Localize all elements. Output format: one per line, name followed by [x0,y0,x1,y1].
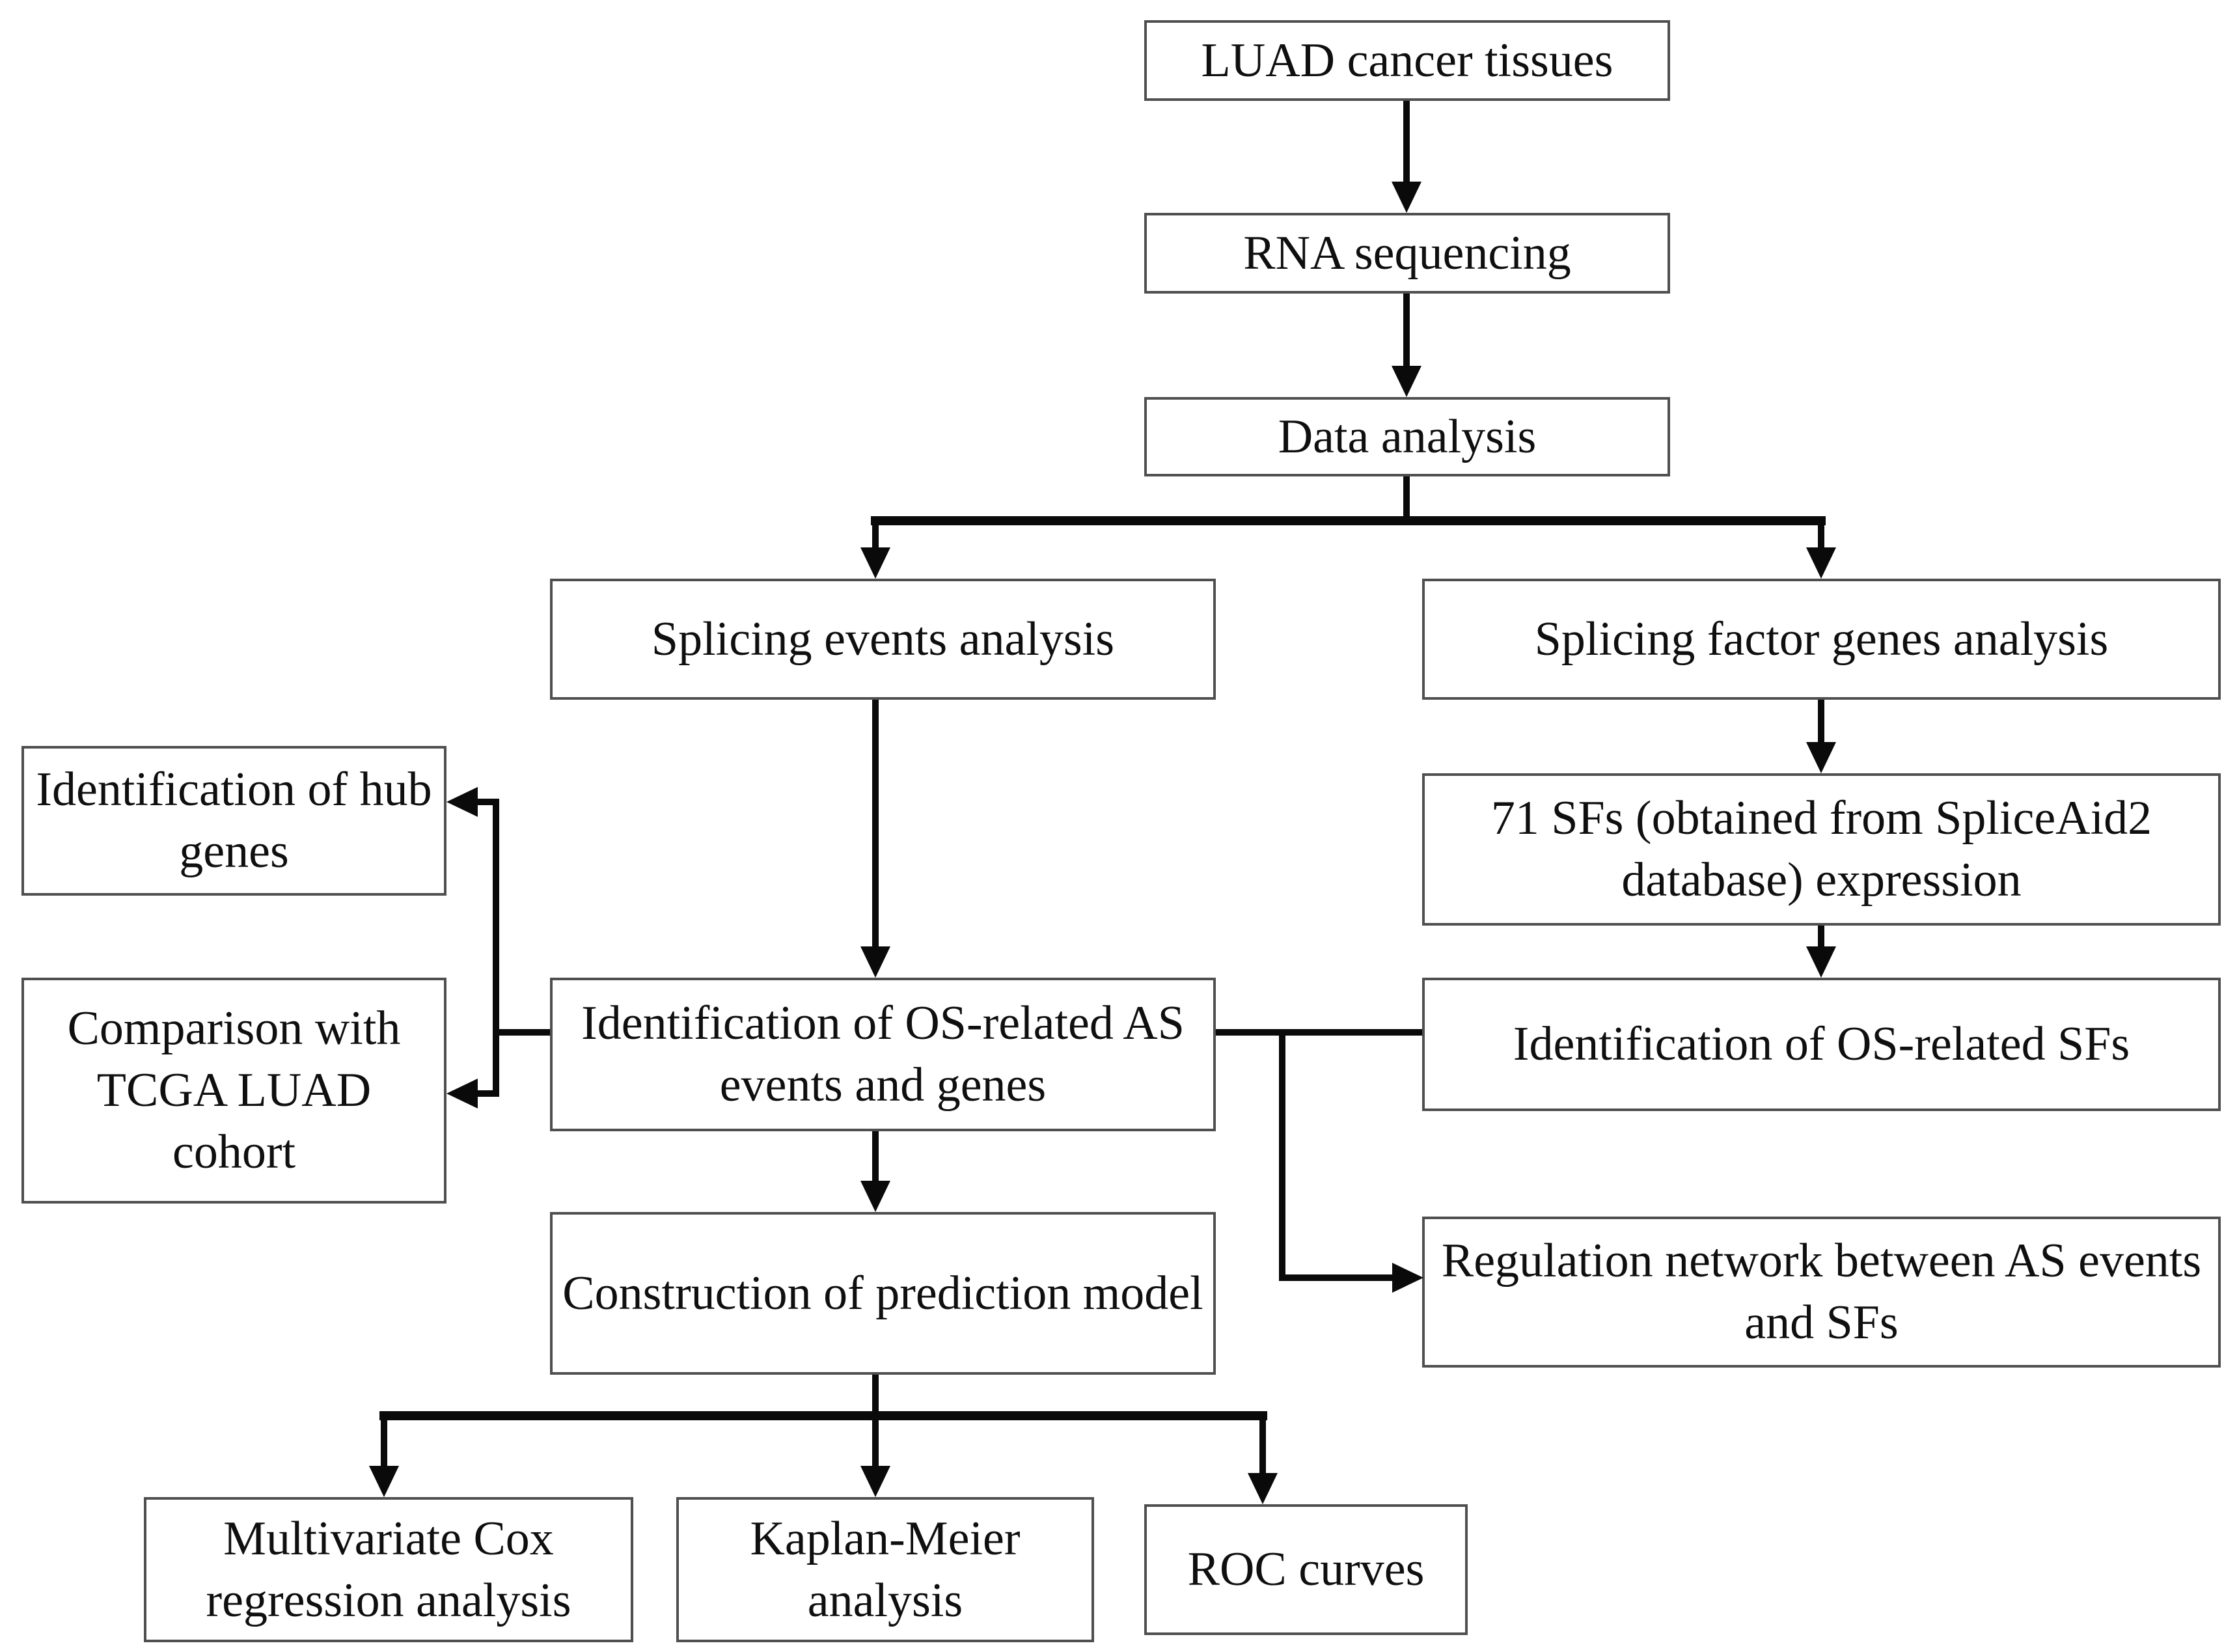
edge-osrelated-model-arrowhead [860,1181,890,1212]
edge-osrelated-hubgenes-line [474,799,499,805]
node-roc-curves: ROC curves [1144,1504,1468,1635]
edge-osrelated-tcga-line [474,1090,499,1097]
edge-data-splicing-events-line [872,516,879,550]
edge-luad-rna-line [1403,101,1410,186]
node-os-related-sfs: Identification of OS-related SFs [1422,978,2221,1111]
node-luad-cancer-tissues: LUAD cancer tissues [1144,20,1670,101]
node-construction-prediction-model: Construction of prediction model [550,1212,1216,1375]
edge-model-split-stem [872,1375,879,1420]
edge-osrelated-hubgenes-arrowhead [446,787,478,817]
edge-sfsexpr-ossfs-line [1818,926,1824,948]
edge-osrelated-model-line [872,1131,879,1183]
node-identification-hub-genes: Identification of hub genes [21,746,446,896]
node-os-related-as-events-genes: Identification of OS-related AS events a… [550,978,1216,1131]
edge-model-cox-arrowhead [369,1466,399,1497]
edge-model-split-bar [379,1411,1267,1420]
node-splicing-events-analysis: Splicing events analysis [550,579,1216,700]
node-regulation-network: Regulation network between AS events and… [1422,1217,2221,1368]
edge-model-kaplan-line [872,1411,879,1467]
edge-data-split-stem [1403,476,1410,525]
node-comparison-tcga-luad-cohort: Comparison with TCGA LUAD cohort [21,978,446,1204]
edge-osrelated-regulation-arrowhead [1392,1263,1423,1293]
edge-osrelated-regulation-vline [1279,1029,1285,1281]
edge-events-osrelated-arrowhead [860,946,890,978]
edge-osrelated-regulation-hline [1279,1274,1395,1281]
edge-rna-data-arrowhead [1392,366,1421,397]
edge-data-splicing-factors-arrowhead [1806,547,1836,579]
edge-data-split-bar [871,516,1826,525]
edge-data-splicing-factors-line [1818,516,1824,550]
edge-model-roc-arrowhead [1248,1473,1278,1504]
edge-sfsexpr-ossfs-arrowhead [1806,946,1836,978]
edge-factors-sfsexpr-arrowhead [1806,742,1836,773]
node-71-sfs-expression: 71 SFs (obtained from SpliceAid2 databas… [1422,773,2221,926]
edge-osrelated-ossfs-line [1216,1029,1422,1036]
edge-osrelated-tcga-arrowhead [446,1079,478,1108]
edge-rna-data-line [1403,294,1410,368]
edge-luad-rna-arrowhead [1392,182,1421,213]
node-rna-sequencing: RNA sequencing [1144,213,1670,294]
node-multivariate-cox: Multivariate Cox regression analysis [144,1497,633,1642]
edge-osrelated-left-stub [493,1029,550,1036]
edge-data-splicing-events-arrowhead [860,547,890,579]
node-splicing-factor-genes-analysis: Splicing factor genes analysis [1422,579,2221,700]
edge-model-roc-line [1259,1411,1266,1474]
edge-model-cox-line [381,1411,387,1467]
edge-factors-sfsexpr-line [1818,700,1824,745]
edge-osrelated-left-spine [493,799,499,1097]
edge-events-osrelated-line [872,700,879,949]
edge-model-kaplan-arrowhead [860,1466,890,1497]
node-kaplan-meier: Kaplan-Meier analysis [676,1497,1094,1642]
node-data-analysis: Data analysis [1144,397,1670,476]
